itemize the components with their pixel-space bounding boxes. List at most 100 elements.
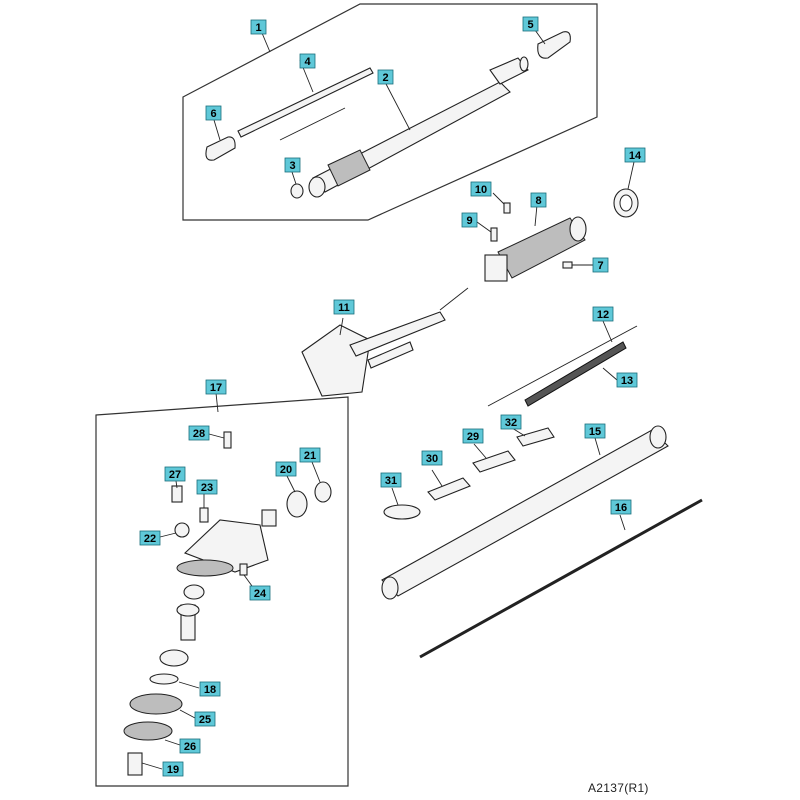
callout-17: 17	[205, 379, 227, 395]
svg-text:2: 2	[382, 72, 388, 84]
svg-text:21: 21	[304, 450, 316, 462]
svg-text:17: 17	[210, 382, 222, 394]
svg-text:26: 26	[184, 741, 196, 753]
svg-text:23: 23	[201, 482, 213, 494]
callout-13: 13	[616, 372, 638, 388]
part-23-screw	[199, 494, 209, 523]
callout-22: 22	[139, 530, 161, 546]
part-12-cable	[487, 320, 638, 407]
svg-text:25: 25	[199, 714, 211, 726]
svg-text:31: 31	[385, 475, 397, 487]
callout-23: 23	[196, 479, 218, 495]
svg-text:20: 20	[280, 464, 292, 476]
diagram-reference-code: A2137(R1)	[588, 781, 649, 795]
callout-31: 31	[380, 472, 402, 488]
callout-2: 2	[377, 69, 394, 85]
part-11-throttle-housing	[301, 287, 469, 397]
svg-text:32: 32	[505, 417, 517, 429]
svg-text:9: 9	[466, 215, 472, 227]
group-1-border	[182, 3, 598, 221]
callout-5: 5	[522, 16, 539, 32]
part-6-cap	[205, 119, 236, 161]
part-21-snap-ring	[311, 461, 332, 503]
svg-text:12: 12	[597, 309, 609, 321]
callout-21: 21	[299, 447, 321, 463]
part-15-outer-tube	[381, 425, 669, 600]
callout-1: 1	[250, 19, 267, 35]
part-3-ring	[290, 171, 304, 199]
callout-29: 29	[462, 428, 484, 444]
part-bearing-nut	[261, 509, 277, 527]
part-bearing-lower	[159, 649, 189, 667]
svg-text:6: 6	[210, 108, 216, 120]
part-spindle	[176, 603, 200, 641]
group-17-border	[95, 396, 349, 787]
callout-6: 6	[205, 105, 222, 121]
part-26-holder	[123, 721, 181, 746]
svg-text:16: 16	[615, 502, 627, 514]
callout-10: 10	[470, 181, 492, 197]
callout-30: 30	[421, 450, 443, 466]
callout-7: 7	[592, 257, 609, 273]
part-9-screw	[476, 221, 498, 242]
part-10-screw	[492, 192, 511, 214]
part-4-shaft-key	[237, 59, 374, 138]
callout-28: 28	[188, 425, 210, 441]
svg-text:10: 10	[475, 184, 487, 196]
callout-11: 11	[333, 299, 355, 315]
svg-text:4: 4	[304, 56, 311, 68]
part-20-bearing	[286, 475, 308, 518]
part-29-label	[472, 443, 516, 473]
svg-text:8: 8	[535, 195, 541, 207]
group-17-leader	[215, 392, 219, 413]
callout-20: 20	[275, 461, 297, 477]
part-8-handle-grip	[484, 204, 587, 282]
part-27-screw	[171, 480, 183, 503]
svg-text:29: 29	[467, 431, 479, 443]
part-bevel-gear	[183, 584, 205, 600]
svg-text:14: 14	[629, 150, 642, 162]
part-13-cable-conduit	[524, 341, 627, 407]
part-18-washer	[149, 673, 200, 689]
svg-text:22: 22	[144, 533, 156, 545]
part-5-cap	[534, 29, 571, 59]
svg-text:11: 11	[338, 302, 350, 314]
callout-18: 18	[199, 681, 221, 697]
callout-32: 32	[500, 414, 522, 430]
callout-3: 3	[284, 157, 301, 173]
part-24-screw	[239, 563, 253, 587]
svg-text:3: 3	[289, 160, 295, 172]
svg-text:15: 15	[589, 426, 601, 438]
callout-15: 15	[584, 423, 606, 439]
callout-27: 27	[164, 466, 186, 482]
part-32-label	[511, 427, 555, 447]
callout-12: 12	[592, 306, 614, 322]
svg-text:28: 28	[193, 428, 205, 440]
svg-text:24: 24	[254, 588, 267, 600]
part-28-screw	[208, 431, 232, 449]
part-19-bolt	[127, 752, 163, 776]
part-7-screw	[562, 261, 593, 269]
callout-8: 8	[530, 192, 547, 208]
callout-4: 4	[299, 53, 316, 69]
part-31-label	[383, 487, 421, 520]
svg-text:5: 5	[527, 19, 533, 31]
part-30-label	[427, 469, 471, 501]
callout-24: 24	[249, 585, 271, 601]
svg-text:18: 18	[204, 684, 216, 696]
callout-16: 16	[610, 499, 632, 515]
group-1-leader	[261, 32, 271, 53]
part-14-clamp	[613, 161, 639, 218]
callout-25: 25	[194, 711, 216, 727]
part-25-guard	[129, 693, 196, 719]
svg-text:7: 7	[597, 260, 603, 272]
part-2-drive-shaft-tube	[279, 56, 529, 198]
callout-14: 14	[624, 147, 646, 163]
svg-text:19: 19	[167, 764, 179, 776]
svg-text:30: 30	[426, 453, 438, 465]
part-22-nut	[159, 522, 190, 538]
svg-text:1: 1	[255, 22, 261, 34]
part-16-inner-drive-shaft	[419, 498, 703, 659]
callout-9: 9	[461, 212, 478, 228]
